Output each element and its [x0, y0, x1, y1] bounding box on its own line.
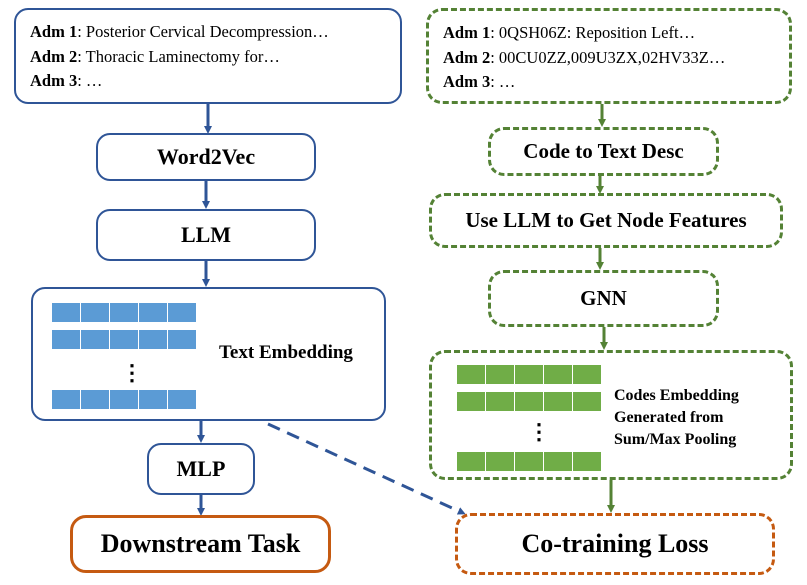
text-embedding-box: ⋮ Text Embedding	[31, 287, 386, 421]
arrow-embedding-to-loss	[267, 422, 466, 515]
codes-embedding-label-line: Generated from	[614, 409, 724, 426]
llm-label: LLM	[180, 222, 232, 247]
gnn-box: GNN	[488, 270, 719, 327]
embedding-cell	[168, 303, 196, 322]
embedding-cell	[457, 365, 485, 384]
mlp-box: MLP	[147, 443, 255, 495]
embedding-cell	[515, 392, 543, 411]
embedding-cell	[486, 392, 514, 411]
adm-code-line: Adm 1: 0QSH06Z: Reposition Left…	[443, 23, 696, 42]
embedding-cell	[110, 303, 138, 322]
codes-embedding-label: Codes Embedding Generated from Sum/Max P…	[614, 385, 739, 451]
embedding-row	[457, 365, 602, 384]
embedding-cell	[52, 303, 80, 322]
llm-node-features-label: Use LLM to Get Node Features	[465, 208, 747, 232]
co-training-loss-box: Co-training Loss	[455, 513, 775, 575]
downstream-task-box: Downstream Task	[70, 515, 331, 573]
mlp-label: MLP	[176, 456, 226, 481]
embedding-cell	[457, 452, 485, 471]
embedding-cell	[573, 392, 601, 411]
embedding-cell	[168, 390, 196, 409]
admission-codes-box: Adm 1: 0QSH06Z: Reposition Left… Adm 2: …	[426, 8, 792, 104]
llm-node-features-box: Use LLM to Get Node Features	[429, 193, 783, 248]
embedding-cell	[486, 452, 514, 471]
embedding-cell	[139, 390, 167, 409]
embedding-cell	[52, 390, 80, 409]
word2vec-box: Word2Vec	[96, 133, 316, 181]
adm-code-line: Adm 3: …	[443, 72, 516, 91]
embedding-cell	[457, 392, 485, 411]
llm-box: LLM	[96, 209, 316, 261]
embedding-cell	[139, 303, 167, 322]
embedding-cell	[486, 365, 514, 384]
codes-embedding-box: ⋮ Codes Embedding Generated from Sum/Max…	[429, 350, 793, 480]
embedding-row	[457, 452, 602, 471]
embedding-cell	[515, 452, 543, 471]
embedding-cell	[110, 330, 138, 349]
adm-line: Adm 2: Thoracic Laminectomy for…	[30, 46, 280, 66]
text-embedding-label: Text Embedding	[219, 342, 353, 363]
embedding-cell	[544, 452, 572, 471]
embedding-cell	[110, 390, 138, 409]
embedding-row	[52, 303, 197, 322]
code-to-text-box: Code to Text Desc	[488, 127, 719, 176]
embedding-cell	[139, 330, 167, 349]
embedding-row	[457, 392, 602, 411]
ellipsis-vertical: ⋮	[121, 360, 143, 385]
downstream-task-label: Downstream Task	[100, 529, 301, 558]
embedding-cell	[544, 392, 572, 411]
embedding-cell	[52, 330, 80, 349]
embedding-cell	[81, 303, 109, 322]
codes-embedding-label-line: Codes Embedding	[614, 387, 739, 404]
embedding-cell	[544, 365, 572, 384]
code-to-text-label: Code to Text Desc	[523, 139, 684, 163]
embedding-row	[52, 390, 197, 409]
admission-text-box: Adm 1: Posterior Cervical Decompression……	[14, 8, 402, 104]
embedding-cell	[515, 365, 543, 384]
embedding-cell	[81, 390, 109, 409]
embedding-cell	[168, 330, 196, 349]
embedding-cell	[573, 452, 601, 471]
co-training-loss-label: Co-training Loss	[521, 529, 709, 558]
ellipsis-vertical: ⋮	[528, 419, 550, 444]
adm-line: Adm 3: …	[30, 71, 103, 90]
embedding-row	[52, 330, 197, 349]
adm-code-line: Adm 2: 00CU0ZZ,009U3ZX,02HV33Z…	[443, 47, 726, 67]
codes-embedding-label-line: Sum/Max Pooling	[614, 431, 737, 448]
gnn-label: GNN	[580, 286, 627, 310]
embedding-cell	[573, 365, 601, 384]
adm-line: Adm 1: Posterior Cervical Decompression…	[30, 22, 329, 41]
word2vec-label: Word2Vec	[156, 144, 256, 169]
embedding-cell	[81, 330, 109, 349]
